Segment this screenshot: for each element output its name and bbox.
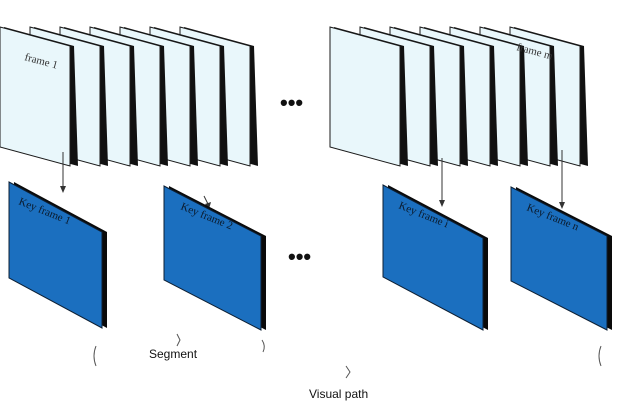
key-frame-2: Key frame 2 bbox=[163, 185, 266, 331]
key-frame-i: Key frame i bbox=[382, 184, 488, 331]
key-frame-n: Key frame n bbox=[510, 186, 612, 331]
key-frames-ellipsis: ••• bbox=[288, 244, 311, 269]
arrowhead bbox=[60, 186, 66, 193]
frame-card-first bbox=[0, 26, 78, 167]
arrowhead bbox=[439, 200, 445, 207]
right-frame-stack: frame m bbox=[329, 26, 588, 167]
segment-caption: Segment bbox=[149, 347, 198, 361]
left-frame-stack: frame 1 bbox=[0, 26, 258, 167]
arrowhead bbox=[559, 202, 565, 209]
frames-ellipsis: ••• bbox=[280, 90, 303, 115]
extraction-arrows bbox=[60, 150, 565, 209]
visual-path-caption: Visual path bbox=[309, 387, 368, 401]
bracket-marks bbox=[93, 333, 602, 379]
frame-card bbox=[329, 26, 408, 167]
key-frame-1: Key frame 1 bbox=[8, 181, 107, 329]
